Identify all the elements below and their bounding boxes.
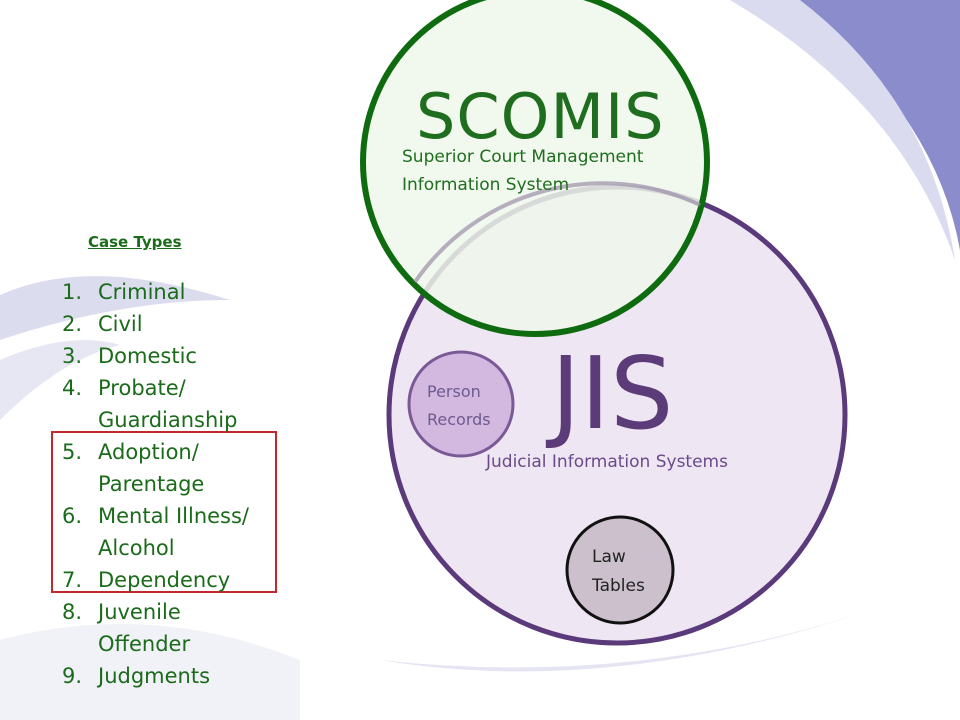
overlap-arc: [413, 181, 701, 284]
top-right-swoosh: [790, 0, 960, 250]
case-type-item: 9. Judgments: [62, 660, 249, 692]
law-tables-label: Law Tables: [592, 547, 645, 596]
scomis-subtitle: Superior Court Management Information Sy…: [402, 147, 644, 195]
bottom-left-swoosh: [0, 624, 300, 720]
case-type-label: Criminal: [98, 280, 186, 304]
case-type-number: 4.: [62, 376, 83, 400]
person-records-circle: [407, 350, 515, 458]
case-type-label: Mental Illness/ Alcohol: [98, 504, 250, 560]
case-type-item: 7. Dependency: [62, 564, 249, 596]
scomis-title: SCOMIS: [416, 80, 665, 153]
case-type-label: Judgments: [98, 664, 211, 688]
case-type-number: 1.: [62, 280, 83, 304]
case-type-item: 1. Criminal: [62, 276, 249, 308]
case-type-label: Juvenile Offender: [98, 600, 191, 656]
case-type-number: 3.: [62, 344, 83, 368]
person-records-label: Person Records: [427, 382, 491, 429]
case-type-item: 3. Domestic: [62, 340, 249, 372]
left-swoosh-lower: [0, 340, 120, 420]
case-type-label: Domestic: [98, 344, 197, 368]
case-type-label: Adoption/ Parentage: [98, 440, 205, 496]
case-type-number: 8.: [62, 600, 83, 624]
left-swoosh: [0, 276, 230, 340]
case-type-label: Probate/ Guardianship: [98, 376, 238, 432]
case-type-label: Civil: [98, 312, 143, 336]
case-type-label: Dependency: [98, 568, 231, 592]
case-type-number: 7.: [62, 568, 83, 592]
case-type-item: 4. Probate/ Guardianship: [62, 372, 249, 436]
case-type-item: 6. Mental Illness/ Alcohol: [62, 500, 249, 564]
case-type-number: 6.: [62, 504, 83, 528]
jis-title: JIS: [551, 335, 674, 452]
case-type-item: 2. Civil: [62, 308, 249, 340]
case-type-number: 9.: [62, 664, 83, 688]
jis-subtitle: Judicial Information Systems: [486, 452, 728, 472]
law-tables-circle: [565, 515, 675, 625]
case-type-number: 2.: [62, 312, 83, 336]
case-type-number: 5.: [62, 440, 83, 464]
case-types-list: 1. Criminal 2. Civil 3. Domestic 4. Probate/ Gu…: [62, 276, 249, 692]
case-type-item: 5. Adoption/ Parentage: [62, 436, 249, 500]
highlight-box: [51, 431, 277, 593]
scomis-circle: [360, 0, 710, 337]
top-right-swoosh-light: [730, 0, 955, 260]
case-type-item: 8. Juvenile Offender: [62, 596, 249, 660]
case-types-title: Case Types: [88, 233, 182, 251]
